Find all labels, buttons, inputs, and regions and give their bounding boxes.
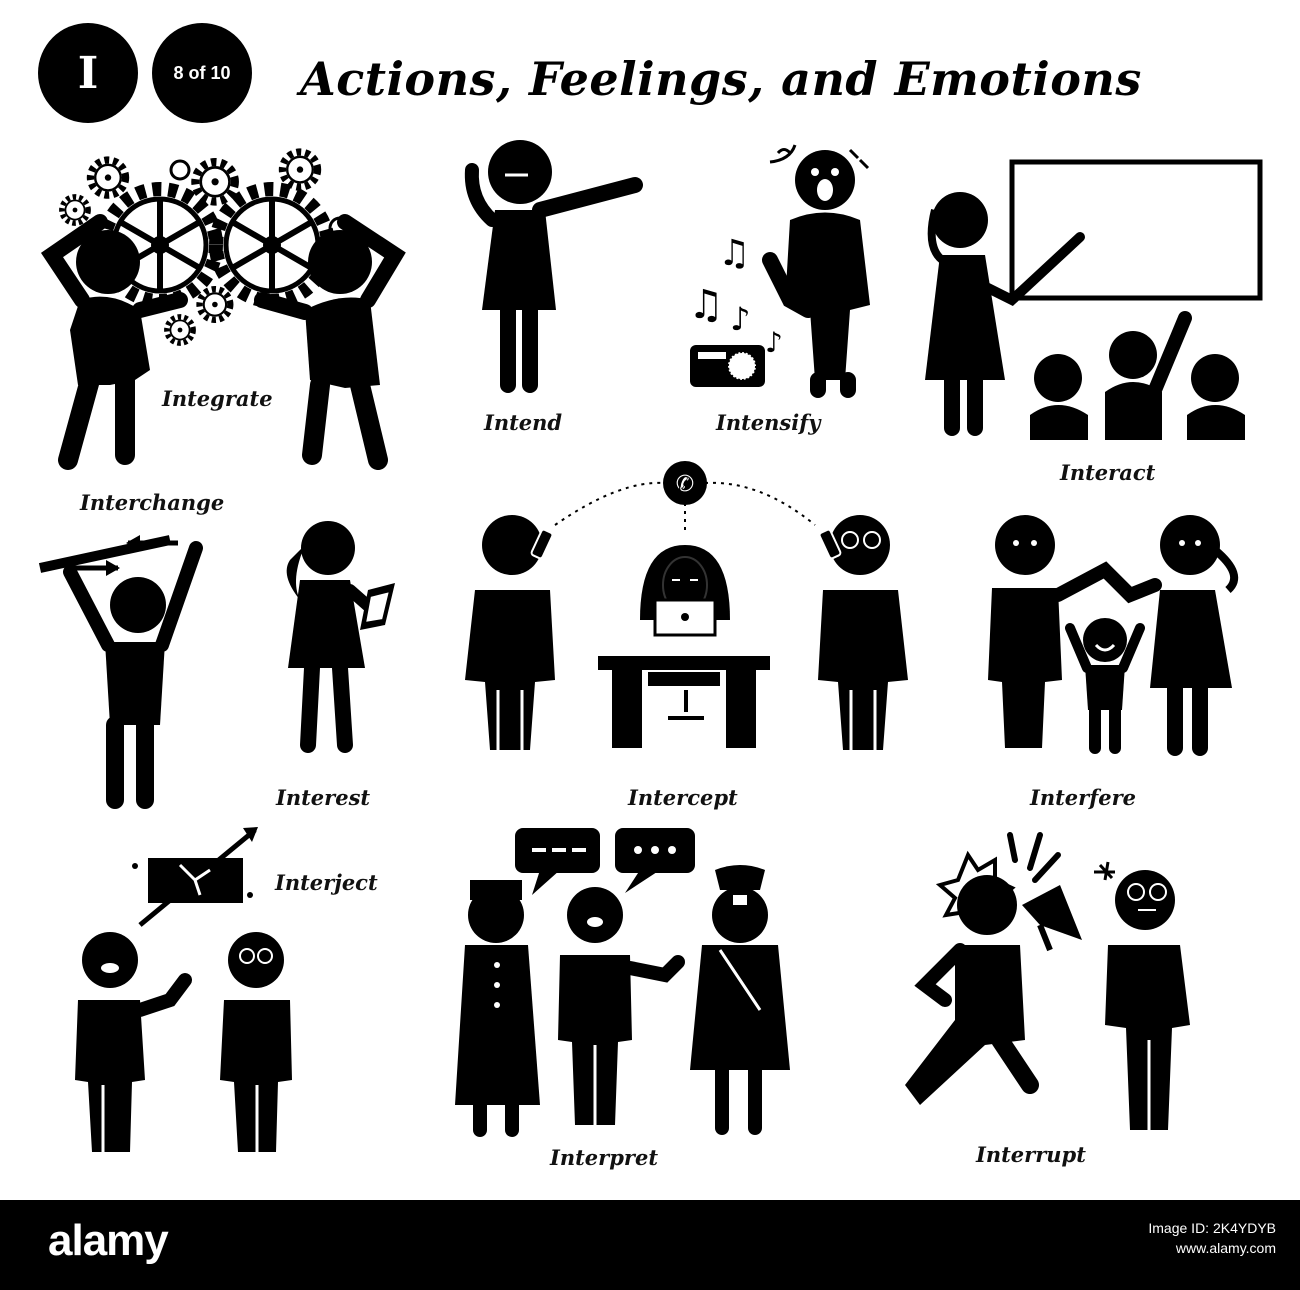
interfere-pictogram xyxy=(988,515,1239,756)
page-indicator-badge: 8 of 10 xyxy=(152,23,252,123)
label-integrate: Integrate xyxy=(162,386,273,411)
interchange-pictogram xyxy=(38,535,203,809)
interact-pictogram xyxy=(925,159,1263,440)
page-title: Actions, Feelings, and Emotions xyxy=(300,52,1142,106)
intensify-pictogram: ♫ ♫ ♪ ♪ xyxy=(688,144,870,398)
interpret-pictogram xyxy=(455,828,790,1137)
site-url: www.alamy.com xyxy=(1175,1240,1276,1256)
svg-text:♪: ♪ xyxy=(765,326,783,359)
svg-text:♫: ♫ xyxy=(718,233,750,274)
page-indicator-text: 8 of 10 xyxy=(173,62,231,83)
letter-badge-text: I xyxy=(77,47,99,99)
svg-text:♪: ♪ xyxy=(730,300,750,338)
label-interfere: Interfere xyxy=(1030,785,1137,810)
label-intercept: Intercept xyxy=(628,785,738,810)
integrate-pictogram xyxy=(40,152,406,470)
footer-bar xyxy=(0,1200,1300,1290)
interrupt-pictogram xyxy=(905,832,1190,1130)
pictogram-artwork: ♫ ♫ ♪ ♪ xyxy=(38,140,1263,1152)
interest-pictogram xyxy=(286,521,395,753)
label-interpret: Interpret xyxy=(550,1145,659,1170)
interject-pictogram xyxy=(75,827,292,1152)
svg-text:♫: ♫ xyxy=(688,282,724,328)
label-interchange: Interchange xyxy=(80,490,225,515)
label-intend: Intend xyxy=(484,410,563,435)
label-interact: Interact xyxy=(1060,460,1156,485)
label-interrupt: Interrupt xyxy=(976,1142,1086,1167)
letter-badge: I xyxy=(38,23,138,123)
intercept-pictogram: ✆ xyxy=(465,461,908,750)
image-id: Image ID: 2K4YDYB www.alamy.com xyxy=(1148,1218,1276,1258)
label-interest: Interest xyxy=(276,785,371,810)
label-intensify: Intensify xyxy=(716,410,821,435)
label-interject: Interject xyxy=(275,870,378,895)
brand-logo: alamy xyxy=(48,1216,169,1265)
image-id-line: Image ID: 2K4YDYB xyxy=(1148,1220,1276,1236)
svg-text:✆: ✆ xyxy=(676,472,694,497)
intend-pictogram xyxy=(464,140,643,393)
